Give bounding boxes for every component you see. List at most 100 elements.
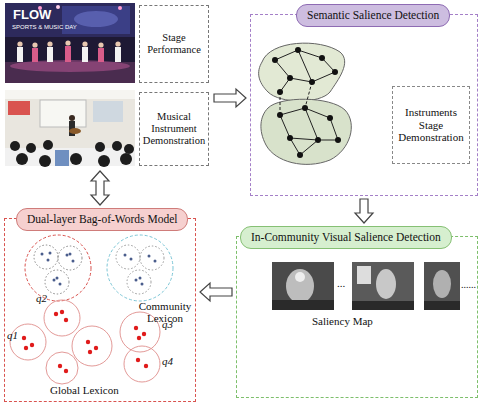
word-point	[154, 260, 157, 263]
word-point	[60, 310, 64, 314]
graph-link	[305, 82, 312, 108]
word-points	[41, 252, 157, 286]
word-point	[54, 312, 58, 316]
student-head	[98, 155, 110, 167]
performer-body	[115, 47, 121, 62]
word-point	[30, 343, 34, 347]
word-point	[86, 340, 90, 344]
performer-body	[17, 47, 23, 62]
graph-link	[280, 115, 290, 138]
student-head	[120, 153, 132, 165]
word-point	[136, 358, 140, 362]
label-frame: Stage Performance	[139, 5, 209, 83]
saliency-image	[352, 262, 414, 310]
annotation-label: ...	[337, 277, 345, 289]
graph-vertex	[297, 152, 303, 158]
word-cluster	[58, 246, 82, 270]
graph-links	[275, 50, 338, 155]
block-arrow	[214, 89, 246, 107]
graph-link	[280, 92, 281, 115]
panel-box: Semantic Salience DetectionInstruments S…	[250, 4, 478, 196]
node-text: Instruments Stage Demonstration	[395, 106, 467, 144]
word-point	[49, 252, 52, 255]
banner	[8, 101, 30, 115]
word-cluster	[127, 270, 151, 294]
photo-bg	[5, 90, 135, 166]
graph-link	[298, 50, 322, 58]
word-point	[142, 332, 146, 336]
salient-figure	[376, 269, 396, 299]
node-text: Semantic Salience Detection	[307, 9, 439, 22]
annotation-label: SPORTS & MUSIC DAY	[12, 24, 77, 30]
saliency-maps	[272, 262, 460, 310]
label-frame: Musical Instrument Demonstration	[139, 92, 209, 166]
whiteboard	[40, 100, 86, 127]
word-point	[139, 277, 142, 280]
node-text: Stage Performance	[140, 32, 208, 56]
performer-head	[115, 41, 120, 46]
community-clusters	[25, 235, 173, 301]
student-head	[70, 153, 82, 165]
graph-vertex	[295, 47, 301, 53]
concept-box: Instruments Stage Demonstration	[392, 86, 470, 164]
word-point	[88, 350, 92, 354]
audience-row	[272, 300, 334, 310]
teacher-head	[69, 115, 75, 121]
performer-head	[47, 41, 52, 46]
student-head	[10, 141, 20, 151]
graph-link	[305, 108, 318, 140]
word-point	[94, 346, 98, 350]
word-point	[24, 346, 28, 350]
graph-vertex	[277, 112, 283, 118]
performer-head	[32, 42, 37, 47]
performer-body	[82, 47, 88, 62]
word-cluster	[45, 270, 69, 294]
graph-vertex	[319, 55, 325, 61]
word-point	[41, 253, 44, 256]
graph-link	[280, 108, 305, 115]
performer-body	[32, 48, 38, 62]
word-point	[66, 254, 69, 257]
panel-header: Semantic Salience Detection	[296, 4, 450, 27]
backdrop	[5, 3, 135, 37]
block-arrow	[91, 171, 109, 205]
global-cluster	[44, 300, 80, 336]
block-arrow	[200, 283, 232, 301]
graph-link	[298, 50, 312, 82]
performer-head	[17, 41, 22, 46]
semantic-graph	[259, 43, 352, 164]
word-point	[144, 364, 148, 368]
graph-vertex	[272, 57, 278, 63]
global-cluster	[46, 352, 78, 384]
word-point	[148, 255, 151, 258]
saliency-image	[272, 262, 334, 310]
word-point	[141, 283, 144, 286]
word-cluster	[34, 245, 58, 269]
community-blob	[261, 99, 351, 164]
panel-header: Dual-layer Bag-of-Words Model	[16, 208, 188, 231]
graph-vertex	[287, 135, 293, 141]
student-head	[26, 143, 36, 153]
projector-screen	[93, 101, 123, 122]
salient-region	[286, 269, 314, 303]
annotation-label: q4	[162, 355, 173, 367]
annotation-label: Global Lexicon	[50, 384, 119, 396]
performer-body	[47, 47, 53, 62]
graph-vertex	[287, 75, 293, 81]
graph-link	[275, 60, 290, 78]
graph-vertex	[332, 69, 338, 75]
graph-link	[290, 138, 318, 140]
community-cluster	[25, 235, 91, 301]
word-point	[130, 258, 133, 261]
stage-light	[56, 5, 60, 9]
node-text: Dual-layer Bag-of-Words Model	[27, 213, 177, 226]
word-point	[47, 259, 50, 262]
photo-node: Musical Instrument Demonstration	[5, 90, 210, 168]
graph-vertex	[315, 137, 321, 143]
student-head	[39, 155, 51, 167]
word-point	[137, 336, 141, 340]
salient-figure	[295, 272, 305, 282]
